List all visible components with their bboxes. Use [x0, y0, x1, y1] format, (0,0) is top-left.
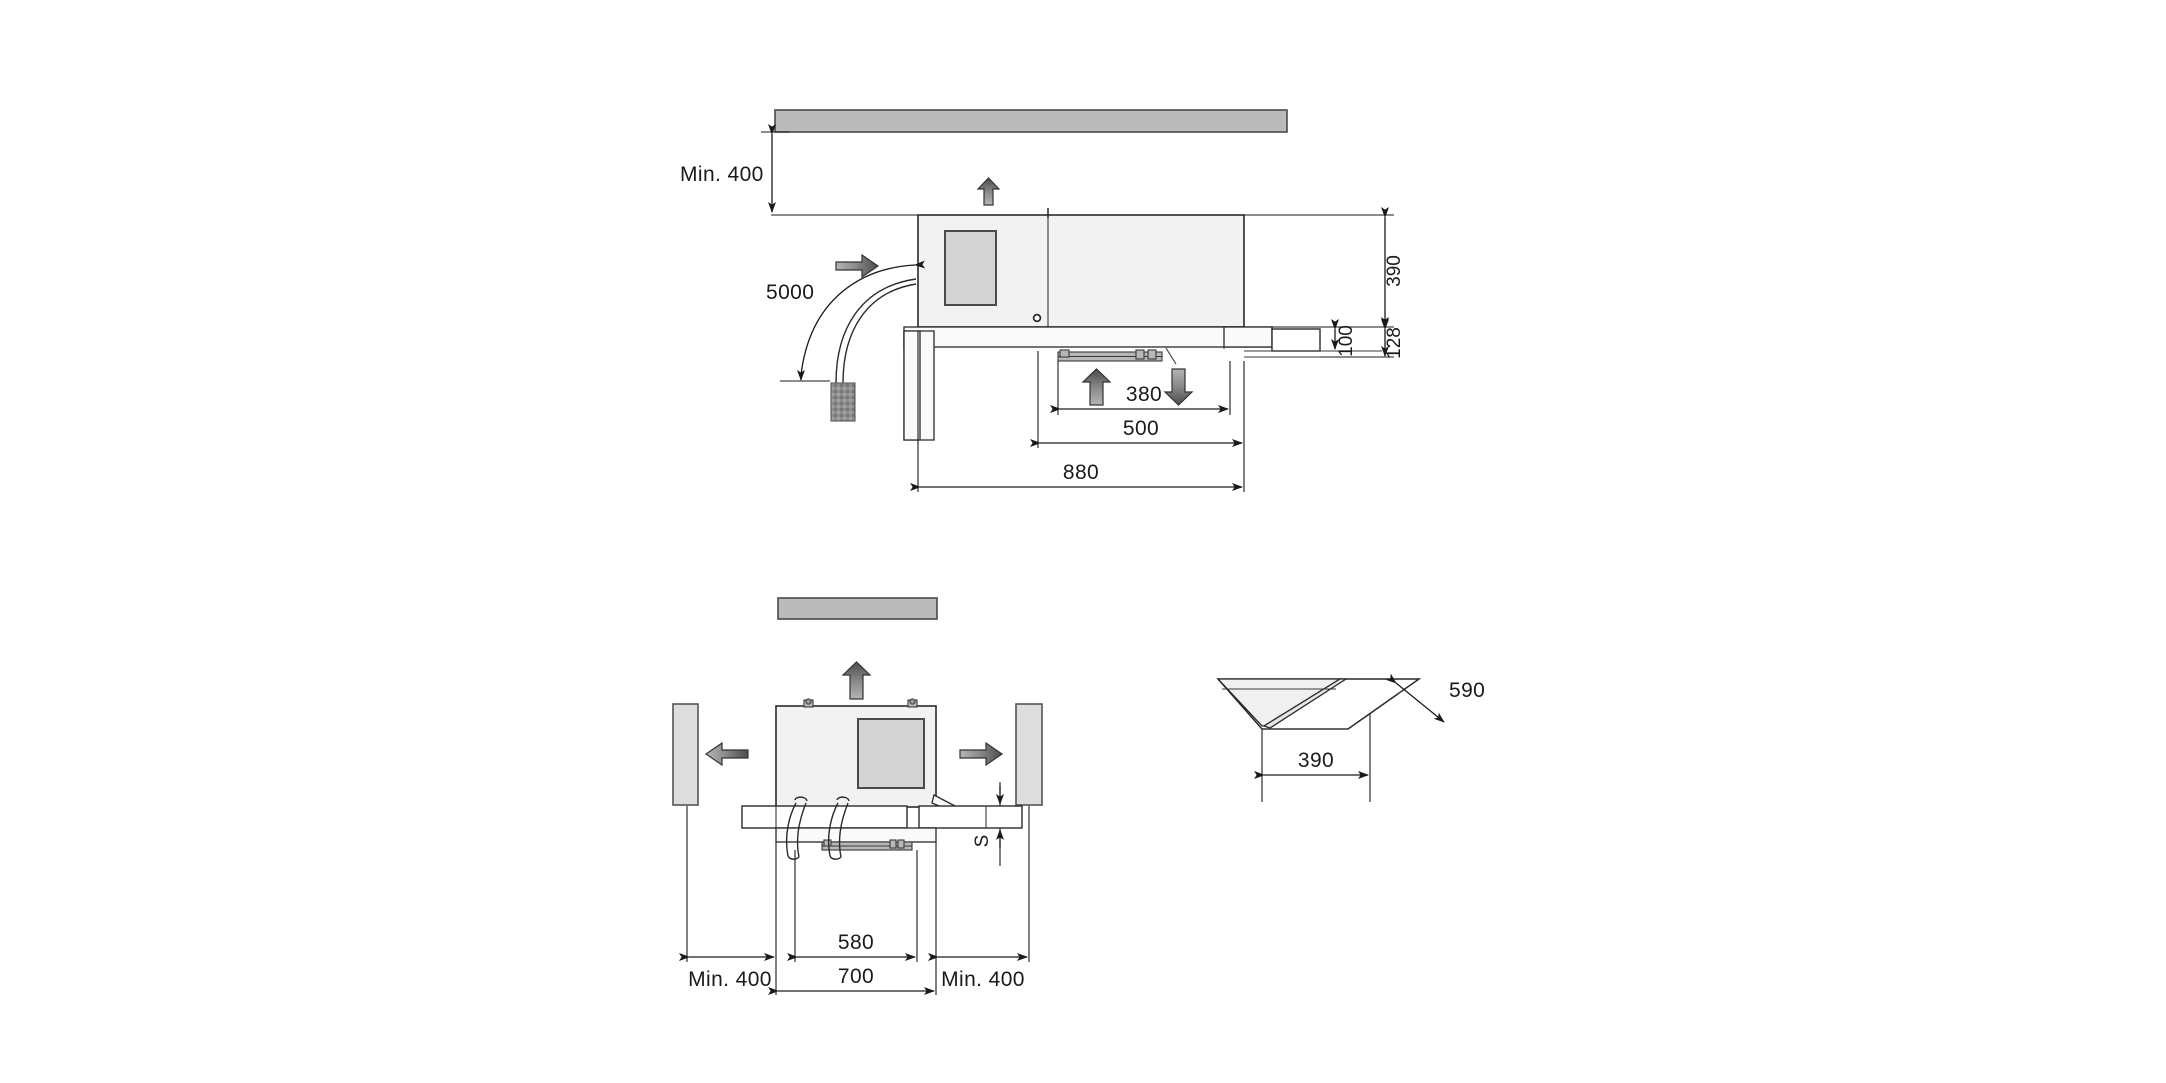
chassis-right-step — [1223, 326, 1273, 348]
front-cavity-box — [775, 827, 937, 843]
dim-label-100: 100 — [1336, 325, 1357, 357]
cutout-lip-edge-right — [1262, 678, 1349, 729]
dim-label-700: 700 — [838, 965, 874, 988]
front-rail-assembly — [821, 839, 913, 851]
dim-label-390-iso: 390 — [1298, 749, 1334, 772]
hinge-cap-right-icon — [907, 698, 918, 708]
left-support-frame — [903, 330, 935, 441]
isometric-cutout-view: 590 390 — [1216, 673, 1485, 802]
dim-label-min400-left: Min. 400 — [688, 968, 772, 991]
drawer-rail-assembly — [1057, 347, 1177, 365]
dimension-590: 590 — [1385, 673, 1485, 723]
drawer-down-arrow-icon — [1163, 368, 1194, 406]
right-side-cabinet-panel — [1015, 703, 1043, 806]
drawer-up-arrow-icon — [1081, 368, 1112, 406]
dimension-390-iso: 390 — [1254, 714, 1371, 802]
dim-label-880: 880 — [1063, 461, 1099, 484]
side-section-view: Min. 400 — [680, 109, 1405, 492]
front-control-panel-screen — [857, 718, 925, 789]
cable-direction-arrow-icon — [835, 253, 880, 279]
dimension-100: 100 — [1331, 319, 1357, 357]
dim-label-590: 590 — [1449, 679, 1485, 702]
dimension-580: 580 — [787, 850, 918, 962]
dimension-880: 880 — [910, 331, 1245, 492]
airflow-up-arrow-icon — [976, 177, 1001, 206]
chassis-right-extension — [1271, 328, 1321, 352]
dimension-380: 380 — [1050, 361, 1231, 415]
dim-label-cable-5000: 5000 — [766, 281, 814, 304]
dimension-min400-right: Min. 400 — [928, 806, 1030, 995]
dim-label-128: 128 — [1384, 327, 1405, 359]
control-panel-screen — [944, 230, 997, 306]
chassis-slab — [903, 326, 1273, 348]
clearance-left-arrow-icon — [704, 741, 749, 767]
dimension-128: 128 — [1272, 319, 1405, 359]
dim-label-500: 500 — [1123, 417, 1159, 440]
hose-curve-left — [785, 796, 808, 860]
worktop-slab-right — [918, 805, 1023, 829]
dim-label-580: 580 — [838, 931, 874, 954]
power-cable-route — [830, 278, 917, 422]
dim-label-380: 380 — [1126, 383, 1162, 406]
dimension-min400-top: Min. 400 — [680, 124, 790, 213]
front-airflow-up-arrow-icon — [841, 661, 872, 700]
left-side-cabinet-panel — [672, 703, 699, 806]
hose-curve-right — [827, 796, 850, 860]
dimension-500: 500 — [1030, 351, 1245, 448]
dim-label-min400-top: Min. 400 — [680, 163, 764, 186]
dim-label-min400-right: Min. 400 — [941, 968, 1025, 991]
indicator-dot-icon — [1032, 313, 1042, 323]
dimension-390: 390 — [1244, 207, 1405, 328]
dimension-700: 700 — [768, 965, 935, 995]
upper-cabinet-bar — [774, 109, 1288, 133]
front-elevation-view: S Min. 400 Min. 400 580 700 — [672, 597, 1043, 995]
dim-label-390: 390 — [1384, 255, 1405, 287]
clearance-right-arrow-icon — [959, 741, 1004, 767]
dim-label-s: S — [972, 835, 993, 848]
dimension-gap-s: S — [972, 782, 1004, 866]
hinge-cap-left-icon — [803, 698, 814, 708]
front-upper-cabinet-bar — [777, 597, 938, 620]
worktop-slab-left — [741, 805, 908, 829]
dimension-min400-left: Min. 400 — [679, 806, 777, 995]
power-plug-icon — [830, 382, 856, 422]
cable-length-leader: 5000 — [766, 260, 926, 382]
